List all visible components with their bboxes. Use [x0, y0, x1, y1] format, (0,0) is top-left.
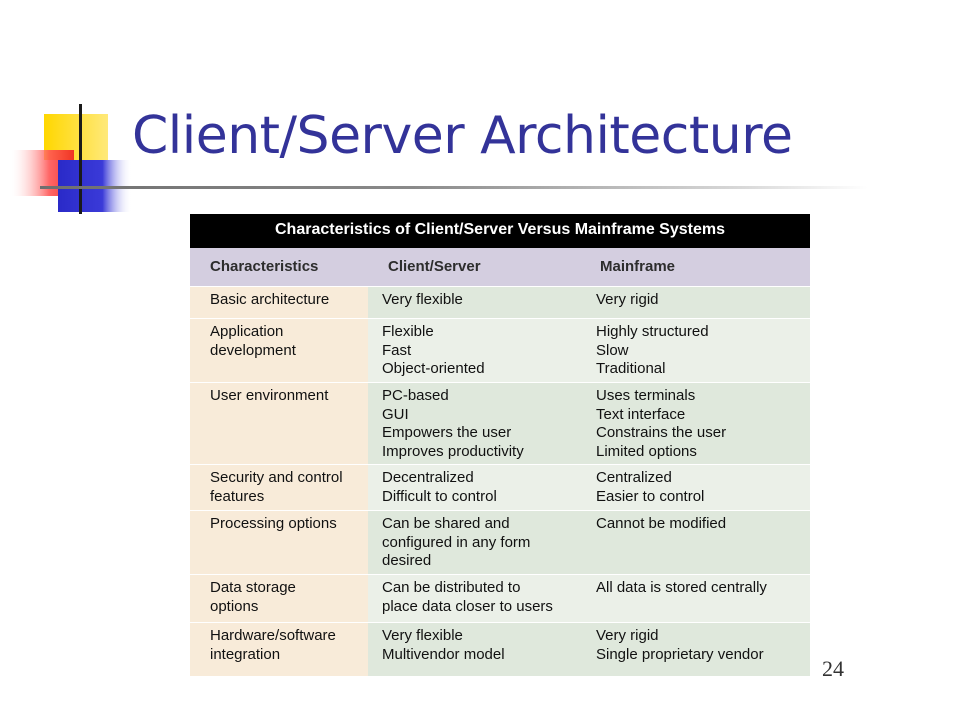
- cell-line: Constrains the user: [596, 424, 727, 442]
- comparison-table: Characteristics of Client/Server Versus …: [190, 214, 810, 676]
- row-characteristic-cell: User environment: [190, 383, 368, 464]
- cell-line: Very flexible: [382, 291, 463, 308]
- cell-line: Processing options: [210, 515, 337, 532]
- header-characteristics: Characteristics: [210, 258, 319, 275]
- cell-line: Object-oriented: [382, 360, 485, 378]
- cell-line: features: [210, 487, 265, 505]
- cell-line: Very flexible: [382, 627, 463, 644]
- header-mainframe: Mainframe: [600, 258, 676, 275]
- cell-line: Empowers the user: [382, 424, 512, 442]
- cell-line: desired: [382, 552, 432, 570]
- cell-line: Slow: [596, 341, 629, 359]
- cell-line: Easier to control: [596, 487, 705, 505]
- cell-line: Traditional: [596, 360, 666, 378]
- cell-line: Text interface: [596, 405, 686, 423]
- cell-line: place data closer to users: [382, 597, 553, 615]
- cell-line: Multivendor model: [382, 645, 505, 663]
- cell-line: Difficult to control: [382, 487, 497, 505]
- cell-line: Uses terminals: [596, 387, 696, 404]
- cell-line: options: [210, 597, 259, 615]
- cell-line: Fast: [382, 341, 412, 359]
- cell-line: Basic architecture: [210, 291, 330, 308]
- cell-line: Application: [210, 323, 284, 340]
- cell-line: Highly structured: [596, 323, 709, 340]
- cell-line: Very rigid: [596, 627, 659, 644]
- cell-line: PC-based: [382, 387, 449, 404]
- cell-line: Decentralized: [382, 469, 474, 486]
- row-mainframe-cell: Cannot be modified: [580, 511, 810, 574]
- header-client-server: Client/Server: [388, 258, 481, 275]
- row-client-server-cell: Very flexible: [368, 287, 580, 318]
- cell-line: Data storage: [210, 579, 296, 596]
- cell-line: development: [210, 341, 296, 359]
- table-caption: Characteristics of Client/Server Versus …: [190, 214, 810, 248]
- cell-line: Flexible: [382, 323, 434, 340]
- cell-line: Centralized: [596, 469, 672, 486]
- cell-line: integration: [210, 645, 281, 663]
- cell-line: Improves productivity: [382, 442, 524, 460]
- cell-line: Can be shared and: [382, 515, 510, 532]
- row-characteristic-cell: Processing options: [190, 511, 368, 574]
- cell-line: User environment: [210, 387, 329, 404]
- row-mainframe-cell: All data is stored centrally: [580, 575, 810, 622]
- row-mainframe-cell: Very rigid: [580, 287, 810, 318]
- cell-line: GUI: [382, 405, 409, 423]
- table-header-row: Characteristics Client/Server Mainframe: [190, 248, 810, 286]
- cell-line: Cannot be modified: [596, 515, 727, 532]
- cell-line: Hardware/software: [210, 627, 336, 644]
- slide-title: Client/Server Architecture: [132, 106, 793, 166]
- title-divider: [40, 186, 868, 189]
- cell-line: configured in any form: [382, 533, 531, 551]
- cell-line: Can be distributed to: [382, 579, 521, 596]
- row-characteristic-cell: Basic architecture: [190, 287, 368, 318]
- cell-line: Very rigid: [596, 291, 659, 308]
- table-row: Basic architecture Very flexible Very rigi…: [190, 286, 810, 318]
- cell-line: Security and control: [210, 469, 343, 486]
- page-number: 24: [822, 656, 844, 681]
- cell-line: All data is stored centrally: [596, 579, 767, 596]
- cell-line: Single proprietary vendor: [596, 645, 764, 663]
- cell-line: Limited options: [596, 442, 697, 460]
